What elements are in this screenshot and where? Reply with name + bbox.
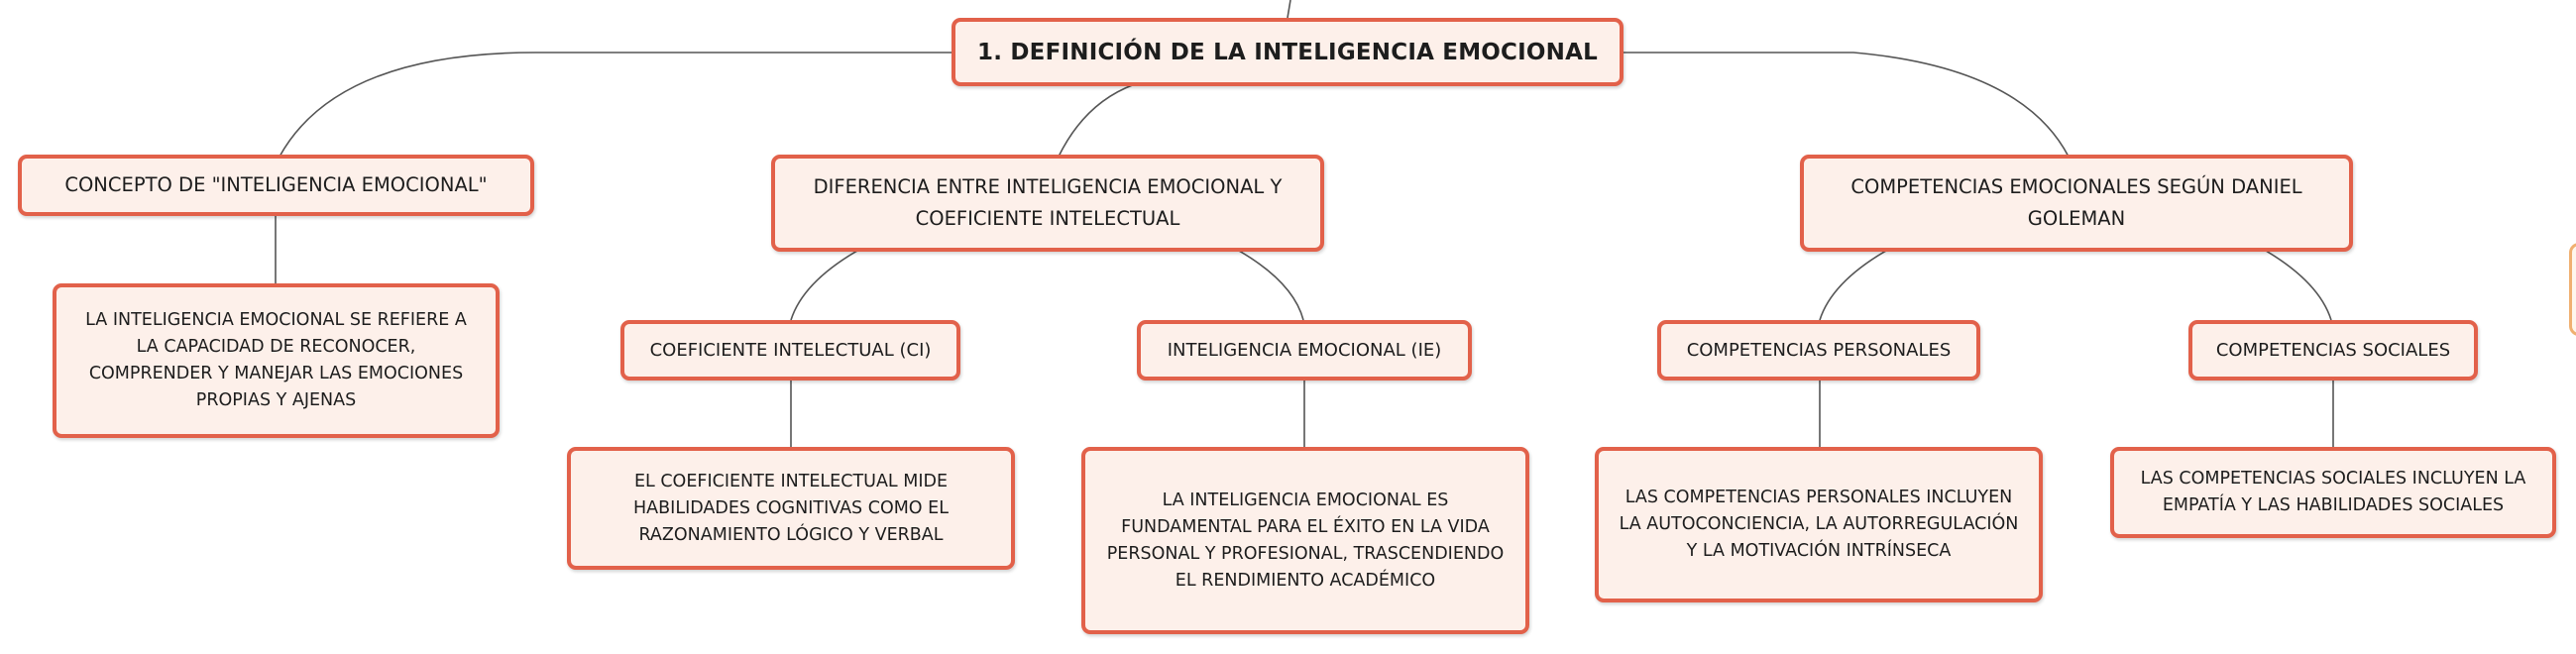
subtopic-ie-label: INTELIGENCIA EMOCIONAL (IE) (1167, 340, 1442, 361)
detail-ci[interactable]: EL COEFICIENTE INTELECTUAL MIDE HABILIDA… (567, 447, 1015, 570)
subtopic-ci-label: COEFICIENTE INTELECTUAL (CI) (649, 340, 932, 361)
connector-root-parent (1287, 0, 1291, 19)
connector-diferencia-ci (790, 250, 858, 321)
detail-ie-text: LA INTELIGENCIA EMOCIONAL ES FUNDAMENTAL… (1106, 490, 1505, 591)
detail-ie[interactable]: LA INTELIGENCIA EMOCIONAL ES FUNDAMENTAL… (1081, 447, 1529, 634)
connector-root-branch-competencias (1624, 52, 2070, 158)
connector-goleman-personales (1819, 250, 1887, 321)
branch-diferencia-label: DIFERENCIA ENTRE INTELIGENCIA EMOCIONAL … (813, 175, 1283, 230)
connector-root-branch-diferencia (1058, 83, 1136, 158)
offscreen-topic-edge[interactable] (2569, 243, 2576, 336)
subtopic-ie[interactable]: INTELIGENCIA EMOCIONAL (IE) (1137, 320, 1472, 381)
detail-personales[interactable]: LAS COMPETENCIAS PERSONALES INCLUYEN LA … (1595, 447, 2043, 602)
detail-personales-text: LAS COMPETENCIAS PERSONALES INCLUYEN LA … (1619, 488, 2019, 561)
branch-goleman[interactable]: COMPETENCIAS EMOCIONALES SEGÚN DANIEL GO… (1800, 155, 2353, 252)
subtopic-ci[interactable]: COEFICIENTE INTELECTUAL (CI) (620, 320, 960, 381)
detail-ci-text: EL COEFICIENTE INTELECTUAL MIDE HABILIDA… (633, 471, 949, 545)
branch-goleman-label: COMPETENCIAS EMOCIONALES SEGÚN DANIEL GO… (1850, 175, 2302, 230)
detail-concepto-text: LA INTELIGENCIA EMOCIONAL SE REFIERE A L… (85, 310, 467, 410)
detail-sociales-text: LAS COMPETENCIAS SOCIALES INCLUYEN LA EM… (2140, 469, 2526, 515)
root-topic-label: 1. DEFINICIÓN DE LA INTELIGENCIA EMOCION… (977, 39, 1598, 65)
connector-diferencia-ie (1238, 250, 1304, 321)
connector-goleman-sociales (2265, 250, 2332, 321)
subtopic-sociales-label: COMPETENCIAS SOCIALES (2215, 340, 2451, 361)
branch-concepto-label: CONCEPTO DE "INTELIGENCIA EMOCIONAL" (64, 173, 488, 196)
branch-diferencia[interactable]: DIFERENCIA ENTRE INTELIGENCIA EMOCIONAL … (771, 155, 1324, 252)
subtopic-personales[interactable]: COMPETENCIAS PERSONALES (1657, 320, 1980, 381)
branch-concepto[interactable]: CONCEPTO DE "INTELIGENCIA EMOCIONAL" (18, 155, 534, 216)
subtopic-sociales[interactable]: COMPETENCIAS SOCIALES (2188, 320, 2478, 381)
connector-root-branch-concepto (279, 52, 952, 158)
subtopic-personales-label: COMPETENCIAS PERSONALES (1686, 340, 1952, 361)
root-topic[interactable]: 1. DEFINICIÓN DE LA INTELIGENCIA EMOCION… (952, 18, 1624, 86)
detail-concepto[interactable]: LA INTELIGENCIA EMOCIONAL SE REFIERE A L… (53, 283, 500, 438)
detail-sociales[interactable]: LAS COMPETENCIAS SOCIALES INCLUYEN LA EM… (2110, 447, 2556, 538)
